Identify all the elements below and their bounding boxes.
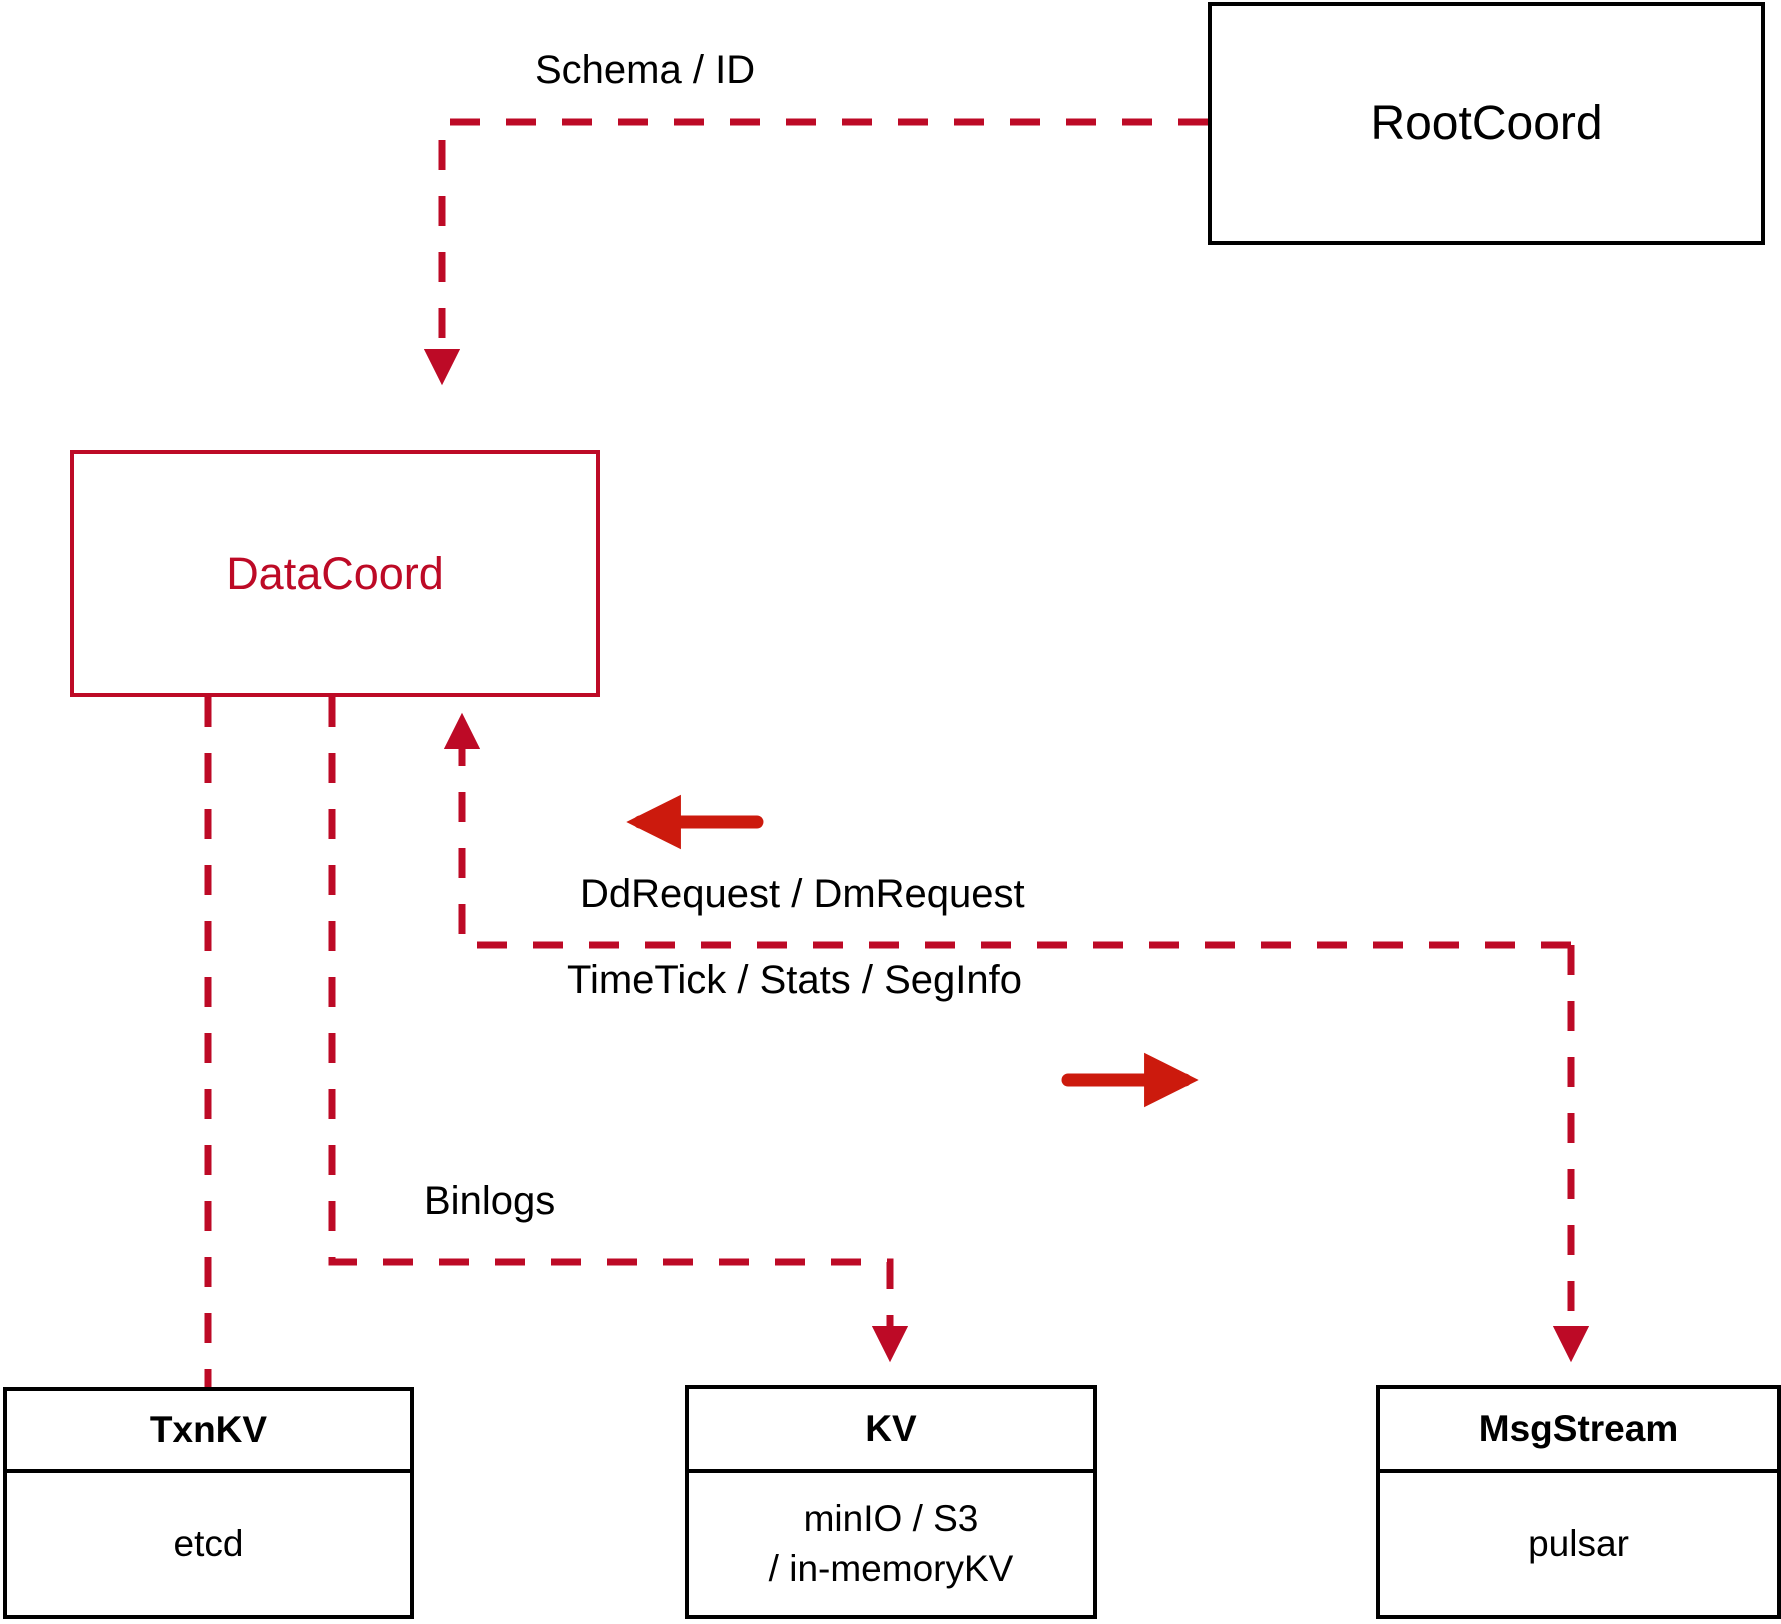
node-txnkv-title: TxnKV <box>149 1409 268 1450</box>
node-rootcoord-label: RootCoord <box>1370 97 1603 150</box>
node-datacoord-label: DataCoord <box>226 547 444 599</box>
node-txnkv[interactable]: TxnKV etcd <box>3 1387 414 1619</box>
edge-label-binlogs: Binlogs <box>424 1179 556 1223</box>
edge-schema-id <box>423 118 1208 386</box>
node-txnkv-body-line: etcd <box>173 1523 244 1565</box>
edge-label-schema-id: Schema / ID <box>535 48 756 92</box>
edge-ddrequest-dmrequest <box>443 712 1571 949</box>
node-kv-body: minIO / S3 / in-memoryKV <box>689 1469 1093 1615</box>
node-rootcoord[interactable]: RootCoord <box>1208 2 1765 245</box>
node-kv[interactable]: KV minIO / S3 / in-memoryKV <box>685 1385 1097 1619</box>
node-msgstream-title: MsgStream <box>1478 1408 1679 1449</box>
node-msgstream-body: pulsar <box>1380 1469 1777 1615</box>
edge-label-timetick-stats-seginfo: TimeTick / Stats / SegInfo <box>567 958 1022 1002</box>
node-kv-title: KV <box>865 1408 917 1449</box>
node-kv-body-line-2: / in-memoryKV <box>768 1548 1014 1589</box>
node-txnkv-body: etcd <box>7 1469 410 1615</box>
edge-label-ddrequest-dmrequest: DdRequest / DmRequest <box>580 872 1025 916</box>
node-msgstream-body-line: pulsar <box>1528 1523 1629 1565</box>
node-datacoord[interactable]: DataCoord <box>70 450 600 697</box>
node-kv-body-line-1: minIO / S3 <box>803 1498 979 1540</box>
node-msgstream[interactable]: MsgStream pulsar <box>1376 1385 1781 1619</box>
edge-binlogs <box>328 697 909 1363</box>
